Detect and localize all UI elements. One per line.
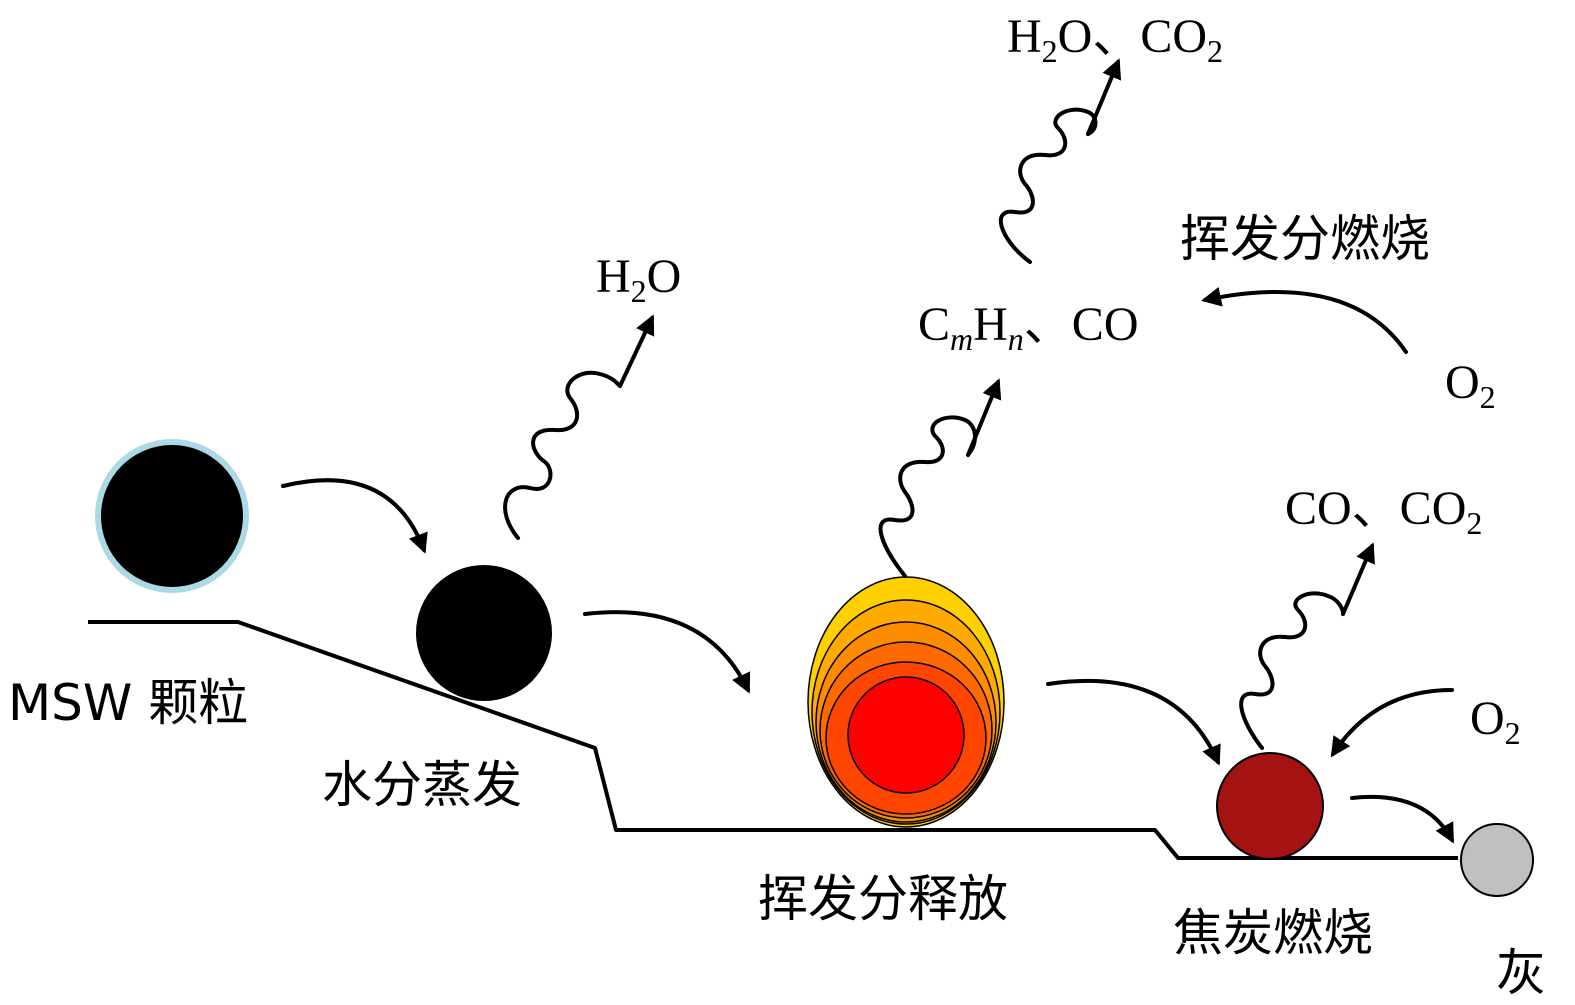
label-ash: 灰 <box>1496 944 1546 1002</box>
species-h2o: H2O <box>596 250 681 309</box>
volatile-combustion-spiral <box>998 58 1122 264</box>
label-volatile-combustion: 挥发分燃烧 <box>1180 210 1430 268</box>
arrow-to-volatile <box>583 610 751 694</box>
label-moisture-evaporation: 水分蒸发 <box>322 756 522 814</box>
volatile-release-particle <box>807 576 1005 828</box>
species-o2-upper: O2 <box>1445 356 1496 415</box>
arrow-to-drying <box>281 478 428 554</box>
msw-particle <box>95 439 249 593</box>
h2o-release-spiral <box>503 314 655 540</box>
char-gas-spiral <box>1239 542 1375 750</box>
grate-profile-line <box>88 620 1458 860</box>
species-co-co2: CO、CO2 <box>1285 482 1482 541</box>
arrow-o2-to-char <box>1330 688 1454 758</box>
species-h2o-co2: H2O、CO2 <box>1007 10 1223 69</box>
arrow-o2-to-volatile-combustion <box>1201 286 1408 354</box>
label-char-combustion: 焦炭燃烧 <box>1173 904 1373 962</box>
label-volatile-release: 挥发分释放 <box>758 870 1008 928</box>
volatile-gas-spiral <box>878 378 1002 578</box>
species-cmhn-co: CmHn、CO <box>918 298 1138 357</box>
ash-particle <box>1460 823 1534 897</box>
drying-particle <box>416 565 552 701</box>
char-particle <box>1216 752 1324 860</box>
species-o2-lower: O2 <box>1470 692 1521 751</box>
arrow-to-char <box>1046 678 1221 766</box>
label-msw-particle: MSW 颗粒 <box>8 674 248 732</box>
arrow-to-ash <box>1350 794 1454 844</box>
